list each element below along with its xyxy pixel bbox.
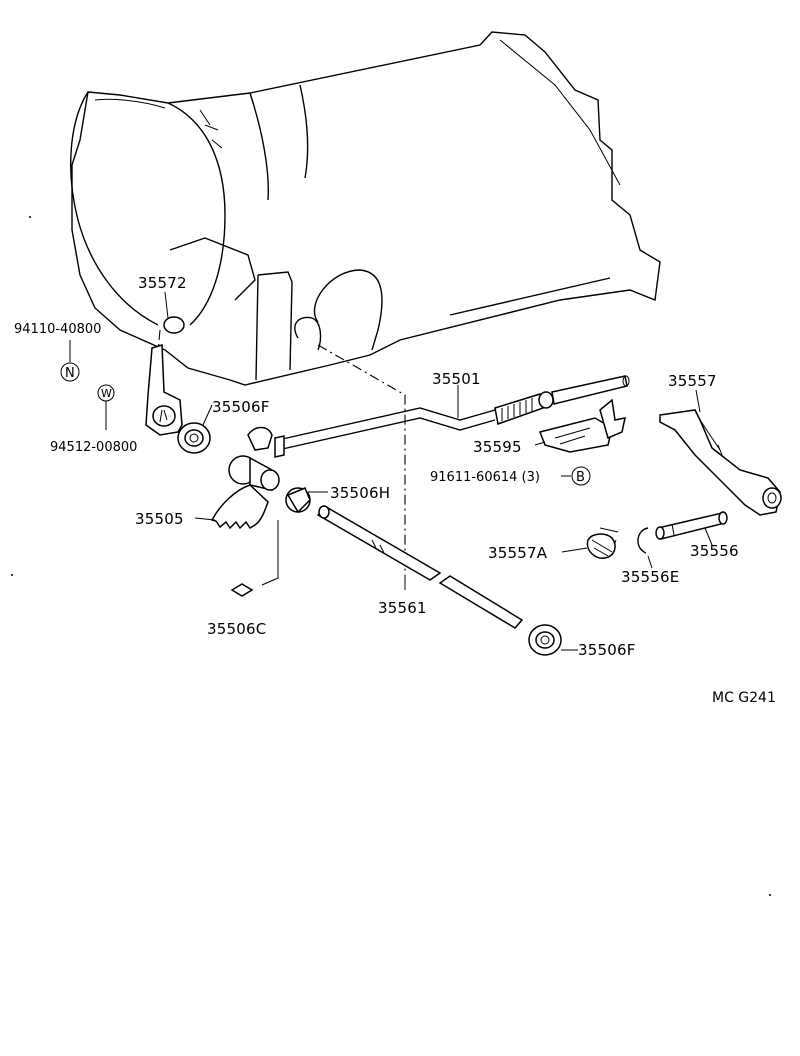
symbol-w: W [101, 387, 112, 400]
speck [769, 894, 771, 896]
label-35557A: 35557A [488, 544, 548, 562]
speck [11, 574, 13, 576]
symbol-n: N [65, 366, 75, 381]
label-35501: 35501 [432, 370, 481, 388]
bracket-35595 [538, 398, 626, 453]
guide-line-lever [157, 329, 161, 353]
label-35557: 35557 [668, 372, 717, 390]
label-35572: 35572 [138, 274, 187, 292]
figure-code: MC G241 [712, 690, 776, 706]
oil-seal-bottom [528, 624, 562, 656]
label-35556: 35556 [690, 542, 739, 560]
symbol-b: B [576, 470, 585, 485]
e-clip-35556E [637, 527, 649, 554]
shaft-35561 [316, 505, 524, 629]
label-35505: 35505 [135, 510, 184, 528]
label-35506H: 35506H [330, 484, 390, 502]
arm-35557 [659, 409, 782, 516]
label-35561: 35561 [378, 599, 427, 617]
guide-line-shaft [317, 344, 406, 575]
pin-35506C [230, 583, 254, 597]
label-35595: 35595 [473, 438, 522, 456]
speck [29, 216, 31, 218]
label-94110-40800: 94110-40800 [14, 322, 101, 337]
label-35556E: 35556E [621, 568, 679, 586]
circle-n-symbol [60, 362, 80, 382]
collar-35506H [285, 487, 311, 514]
label-94512-00800: 94512-00800 [50, 440, 137, 455]
label-35506C: 35506C [207, 620, 266, 638]
transmission-case [70, 31, 661, 386]
detent-lever-35505 [210, 426, 280, 530]
label-35506F-top: 35506F [212, 398, 270, 416]
spring-35557A [586, 527, 619, 559]
oil-seal-top [177, 422, 211, 454]
circle-b-symbol [571, 466, 591, 486]
cable-35501 [274, 375, 630, 458]
label-35506F-bottom: 35506F [578, 641, 636, 659]
pin-35556 [655, 511, 728, 540]
label-91611-60614: 91611-60614 (3) [430, 470, 540, 485]
bracket-35572 [145, 316, 185, 436]
